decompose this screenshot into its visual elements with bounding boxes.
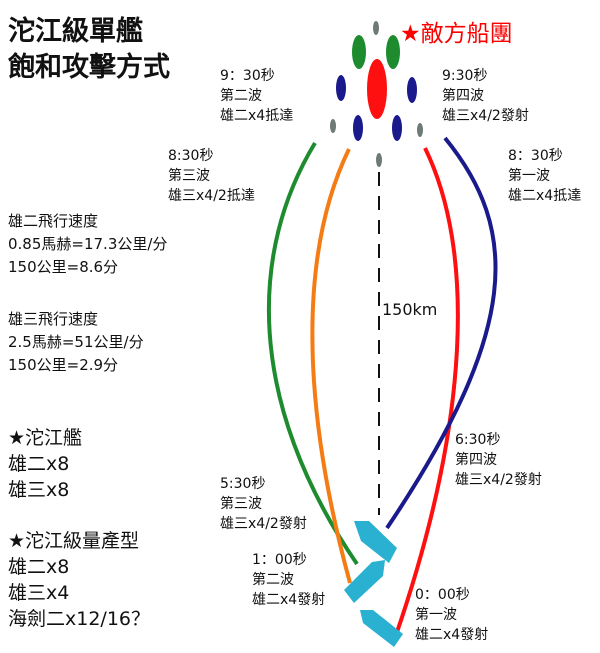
- enemy-ship-blue: [407, 77, 417, 103]
- wave2-launch-label: 1：00秒 第二波 雄二x4發射: [252, 550, 325, 610]
- wave: 第四波: [442, 88, 484, 104]
- enemy-fleet-label: ★敵方船團: [400, 21, 513, 47]
- detail: 雄二x4發射: [252, 592, 326, 608]
- time: 0：00秒: [415, 587, 470, 603]
- enemy-ship-blue: [392, 115, 402, 141]
- title-line: 飽和攻擊方式: [8, 52, 170, 83]
- wave3-path: [310, 148, 352, 584]
- title-line: 沱江級單艦: [8, 16, 143, 47]
- time: 1：00秒: [252, 552, 307, 568]
- wave: 第一波: [508, 168, 550, 184]
- detail: 雄三x4/2抵達: [168, 188, 255, 204]
- page-title: 沱江級單艦 飽和攻擊方式: [8, 14, 170, 86]
- detail: 雄三x4/2發射: [220, 516, 307, 532]
- item: 雄三x4: [8, 582, 70, 604]
- time: 150公里=8.6分: [8, 258, 119, 276]
- hf3-speed-info: 雄三飛行速度 2.5馬赫=51公里/分 150公里=2.9分: [8, 308, 144, 377]
- wave: 第三波: [220, 496, 262, 512]
- time: 8:30秒: [168, 148, 214, 164]
- wave4-arrive-label: 9:30秒 第四波 雄三x4/2發射: [442, 66, 529, 126]
- friendly-ships: [344, 521, 403, 647]
- speed: 2.5馬赫=51公里/分: [8, 333, 144, 351]
- detail: 雄二x4發射: [415, 627, 489, 643]
- time: 8：30秒: [508, 148, 563, 164]
- detail: 雄二x4抵達: [220, 108, 294, 124]
- heading: ★沱江級量產型: [8, 530, 140, 552]
- tuojiang-mass-loadout: ★沱江級量產型 雄二x8 雄三x4 海劍二x12/16？: [8, 528, 150, 632]
- enemy-ship-blue: [336, 75, 346, 101]
- time: 9：30秒: [220, 68, 275, 84]
- speed: 0.85馬赫=17.3公里/分: [8, 235, 168, 253]
- enemy-ship-small: [417, 123, 423, 137]
- detail: 雄三x4/2發射: [442, 108, 529, 124]
- enemy-ship-center: [367, 59, 387, 119]
- wave: 第四波: [455, 452, 497, 468]
- enemy-ship-blue: [353, 115, 363, 141]
- hf2-speed-info: 雄二飛行速度 0.85馬赫=17.3公里/分 150公里=8.6分: [8, 210, 167, 279]
- wave4-launch-label: 6:30秒 第四波 雄三x4/2發射: [455, 430, 542, 490]
- wave: 第二波: [220, 88, 262, 104]
- enemy-fleet: [330, 21, 423, 167]
- wave: 第一波: [415, 607, 457, 623]
- wave: 第三波: [168, 168, 210, 184]
- time: 5:30秒: [220, 476, 266, 492]
- wave1-launch-label: 0：00秒 第一波 雄二x4發射: [415, 585, 488, 645]
- heading: 雄二飛行速度: [8, 212, 99, 230]
- wave1-path: [385, 136, 498, 530]
- heading: 雄三飛行速度: [8, 310, 99, 328]
- wave3-launch-label: 5:30秒 第三波 雄三x4/2發射: [220, 474, 307, 534]
- enemy-ship-small: [376, 153, 382, 167]
- item: 雄三x8: [8, 479, 70, 501]
- wave: 第二波: [252, 572, 294, 588]
- tuojiang-loadout: ★沱江艦 雄二x8 雄三x8: [8, 425, 82, 503]
- enemy-ship-small: [330, 119, 336, 133]
- wave4-path: [394, 147, 460, 636]
- wave3-arrive-label: 8:30秒 第三波 雄三x4/2抵達: [168, 146, 255, 206]
- item: 雄二x8: [8, 453, 70, 475]
- time: 9:30秒: [442, 68, 488, 84]
- wave1-arrive-label: 8：30秒 第一波 雄二x4抵達: [508, 146, 581, 206]
- enemy-ship-green: [386, 35, 400, 69]
- item: 雄二x8: [8, 556, 70, 578]
- wave2-arrive-label: 9：30秒 第二波 雄二x4抵達: [220, 66, 293, 126]
- detail: 雄二x4抵達: [508, 188, 582, 204]
- detail: 雄三x4/2發射: [455, 472, 542, 488]
- heading: ★沱江艦: [8, 427, 83, 449]
- time: 150公里=2.9分: [8, 356, 119, 374]
- enemy-ship-small: [373, 21, 379, 35]
- enemy-ship-green: [352, 35, 366, 69]
- distance-label: 150km: [382, 300, 438, 319]
- item: 海劍二x12/16？: [8, 608, 150, 630]
- time: 6:30秒: [455, 432, 501, 448]
- tuojiang-ship: [354, 521, 397, 563]
- tuojiang-ship: [360, 610, 403, 647]
- tuojiang-ship: [344, 560, 385, 603]
- wave2-path: [266, 141, 359, 566]
